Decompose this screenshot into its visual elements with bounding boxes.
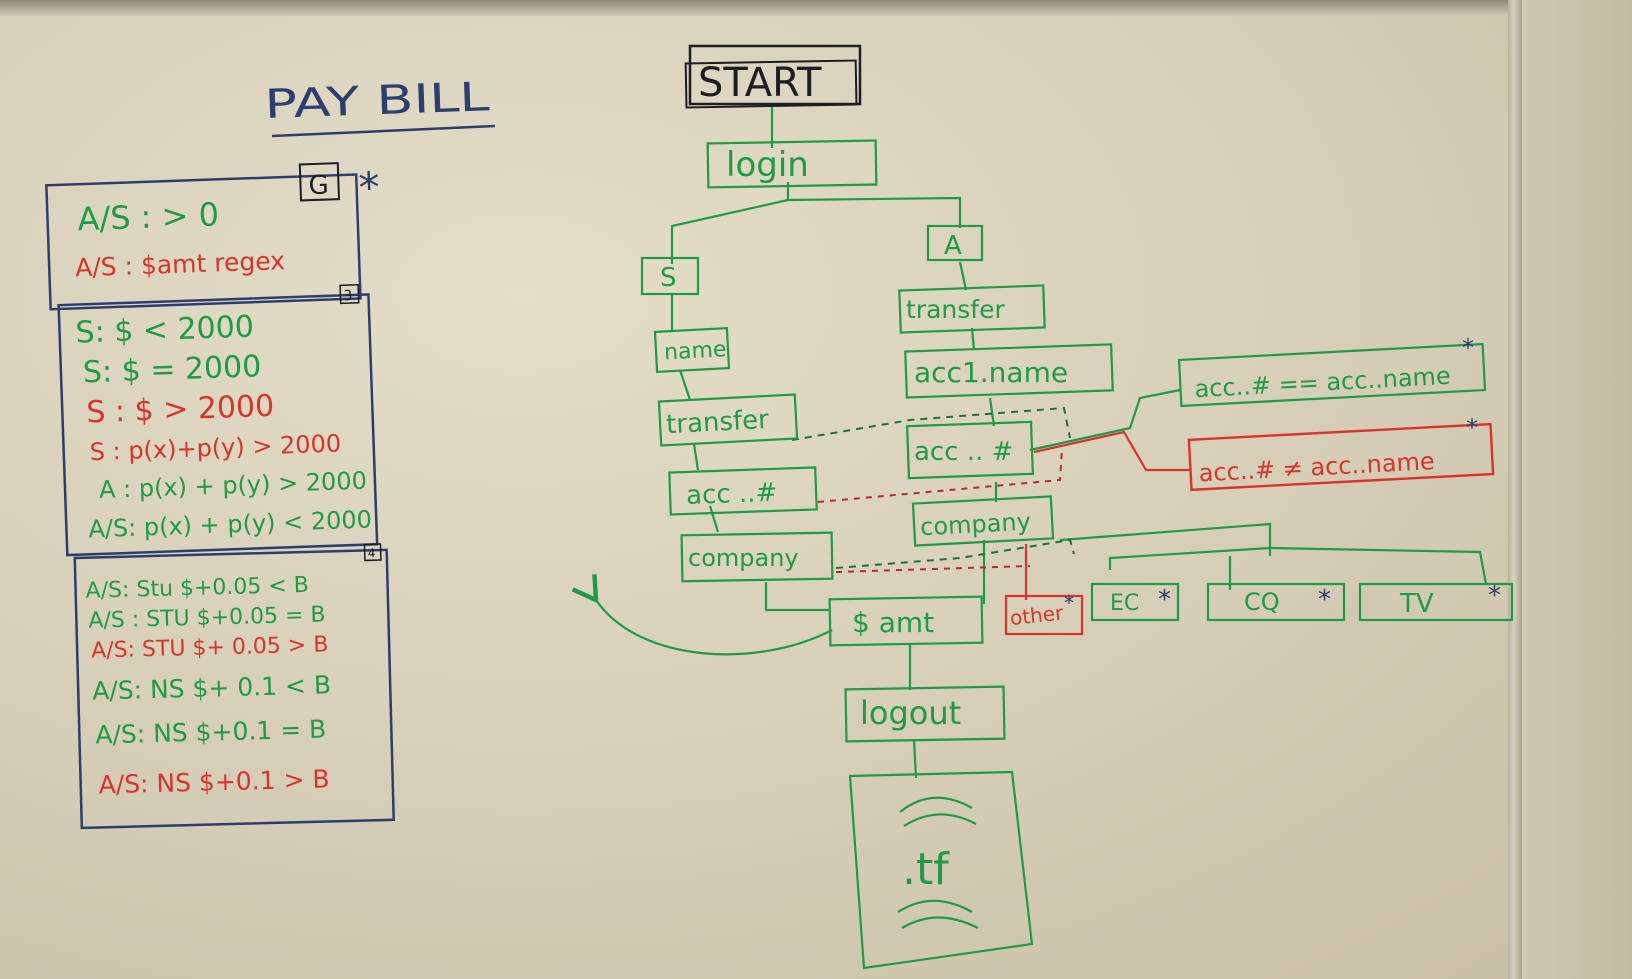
- node-a-company: company: [911, 495, 1055, 547]
- node-s-transfer: transfer: [657, 393, 799, 447]
- criteria-line: A : p(x) + p(y) > 2000: [99, 467, 368, 504]
- node-s-company: company: [680, 531, 834, 583]
- node-acc-match-label: acc..# == acc..name: [1194, 362, 1451, 403]
- node-tv: TV *: [1358, 581, 1514, 622]
- node-tf-label: .tf: [902, 844, 950, 895]
- loop-back-arrow: [571, 574, 833, 656]
- node-tv-label: TV: [1399, 589, 1434, 619]
- node-login: login: [706, 139, 878, 189]
- node-ec: EC *: [1090, 582, 1180, 622]
- node-s-company-label: company: [688, 544, 799, 572]
- criteria-box-1: G * A/S : > 0 A/S : $amt regex: [45, 162, 381, 311]
- node-acc-mismatch-star: *: [1466, 414, 1478, 442]
- node-acc-mismatch-label: acc..# ≠ acc..name: [1198, 447, 1435, 487]
- node-s-name: name: [653, 326, 731, 374]
- node-a-company-label: company: [920, 508, 1032, 542]
- node-a-acc-label: acc .. #: [914, 437, 1013, 467]
- node-start-label: START: [698, 60, 822, 106]
- criteria-line: A/S : > 0: [77, 195, 220, 238]
- node-s-name-label: name: [663, 337, 727, 365]
- node-logout-label: logout: [860, 694, 961, 732]
- criteria-line: A/S: NS $+0.1 = B: [95, 715, 327, 750]
- criteria-line: A/S: NS $+ 0.1 < B: [92, 670, 332, 705]
- node-other-label: other: [1009, 601, 1065, 631]
- node-cq: CQ *: [1206, 582, 1346, 622]
- node-amount-label: $ amt: [852, 606, 934, 639]
- node-s-acc-label: acc ..#: [686, 478, 778, 511]
- node-cq-label: CQ: [1244, 588, 1280, 616]
- node-logout: logout: [844, 685, 1006, 743]
- node-start: START: [684, 44, 862, 109]
- dashed-connectors: [791, 406, 1075, 569]
- node-a-transfer-label: transfer: [906, 295, 1005, 324]
- criteria-box-1-tag: G: [308, 170, 329, 201]
- node-a-transfer: transfer: [898, 284, 1046, 334]
- criteria-line: A/S: p(x) + p(y) < 2000: [88, 505, 372, 543]
- red-dashed-connectors: [817, 449, 1063, 573]
- node-student: S: [640, 256, 700, 296]
- criteria-line: A/S : $amt regex: [75, 246, 286, 282]
- node-a-acc: acc .. #: [905, 420, 1035, 480]
- board-top-edge: [0, 0, 1632, 16]
- flow-connectors: [670, 106, 1488, 779]
- node-ec-star: *: [1158, 585, 1171, 615]
- criteria-box-2: 3 S: $ < 2000 S: $ = 2000 S : $ > 2000 S…: [57, 283, 379, 557]
- criteria-line: S: $ < 2000: [75, 309, 254, 350]
- criteria-line: A/S: STU $+ 0.05 > B: [91, 632, 329, 663]
- node-other-star: *: [1064, 591, 1074, 615]
- node-admin-label: A: [944, 231, 962, 261]
- criteria-line: S: $ = 2000: [82, 349, 261, 390]
- node-admin: A: [926, 224, 984, 262]
- criteria-line: A/S: NS $+0.1 > B: [98, 764, 330, 799]
- node-a-acc1-name: acc1.name: [904, 343, 1114, 399]
- node-s-transfer-label: transfer: [665, 405, 769, 440]
- node-ec-label: EC: [1110, 591, 1139, 616]
- node-cq-star: *: [1318, 585, 1331, 615]
- criteria-line: S : p(x)+p(y) > 2000: [89, 429, 341, 466]
- node-tf-document: .tf: [848, 770, 1034, 970]
- node-a-acc1-name-label: acc1.name: [914, 356, 1068, 389]
- board-right-panel: [1522, 0, 1632, 979]
- criteria-line: A/S : STU $+0.05 = B: [88, 602, 326, 633]
- title-pay-bill: PAY BILL: [264, 74, 491, 128]
- node-login-label: login: [726, 145, 809, 185]
- node-amount: $ amt: [828, 595, 984, 647]
- criteria-line: A/S: Stu $+0.05 < B: [85, 573, 309, 604]
- node-acc-match-star: *: [1462, 334, 1474, 362]
- board-frame-rail: [1508, 0, 1522, 979]
- node-acc-match: acc..# == acc..name *: [1177, 334, 1487, 408]
- criteria-box-1-star: *: [358, 163, 381, 213]
- criteria-box-3: 4 A/S: Stu $+0.05 < B A/S : STU $+0.05 =…: [73, 543, 395, 830]
- node-acc-mismatch: acc..# ≠ acc..name *: [1187, 414, 1495, 492]
- criteria-box-2-tag: 3: [343, 288, 352, 304]
- criteria-line: S : $ > 2000: [86, 389, 275, 431]
- red-connectors: [1024, 430, 1190, 600]
- title-underline: [271, 124, 496, 138]
- node-s-acc: acc ..#: [668, 466, 818, 516]
- node-other: other *: [1004, 591, 1084, 636]
- node-tv-star: *: [1488, 581, 1501, 611]
- criteria-box-3-tag: 4: [368, 546, 376, 560]
- node-student-label: S: [660, 263, 677, 293]
